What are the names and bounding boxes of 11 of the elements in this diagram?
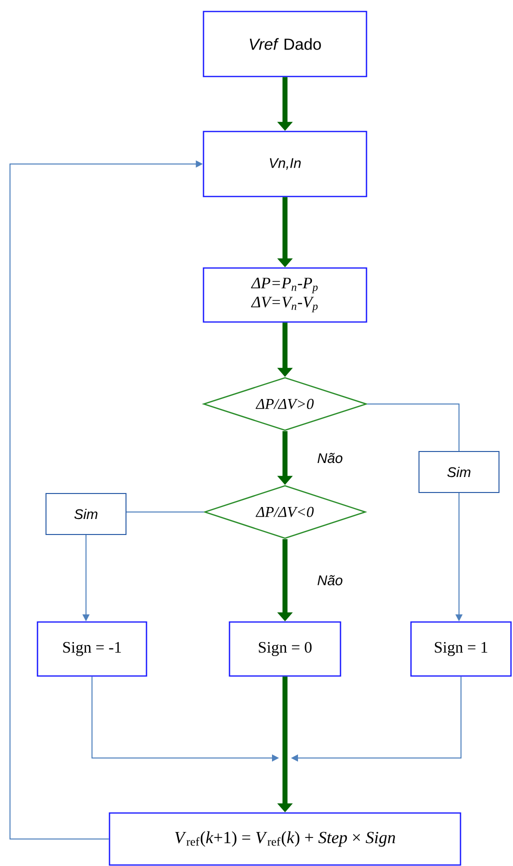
process-box: V$_{ref}$(k+1) = V$_{ref}$(k) + Step × Sign xyxy=(108,812,462,866)
edge-label: Não xyxy=(316,452,344,464)
branch-box: Sim xyxy=(418,451,500,493)
process-box: Vn,In xyxy=(202,130,368,198)
edge-label: Não xyxy=(316,574,344,586)
process-box: ΔP=P$_{n}$-P$_{p}$ ΔV=V$_{n}$-V$_{p}$ xyxy=(202,267,368,323)
branch-box: Sim xyxy=(46,493,126,535)
process-box: Sign = -1 xyxy=(36,621,148,677)
process-box: Sign = 1 xyxy=(410,621,512,677)
process-box: Vref Dado xyxy=(202,10,368,78)
process-box: Sign = 0 xyxy=(228,621,342,677)
